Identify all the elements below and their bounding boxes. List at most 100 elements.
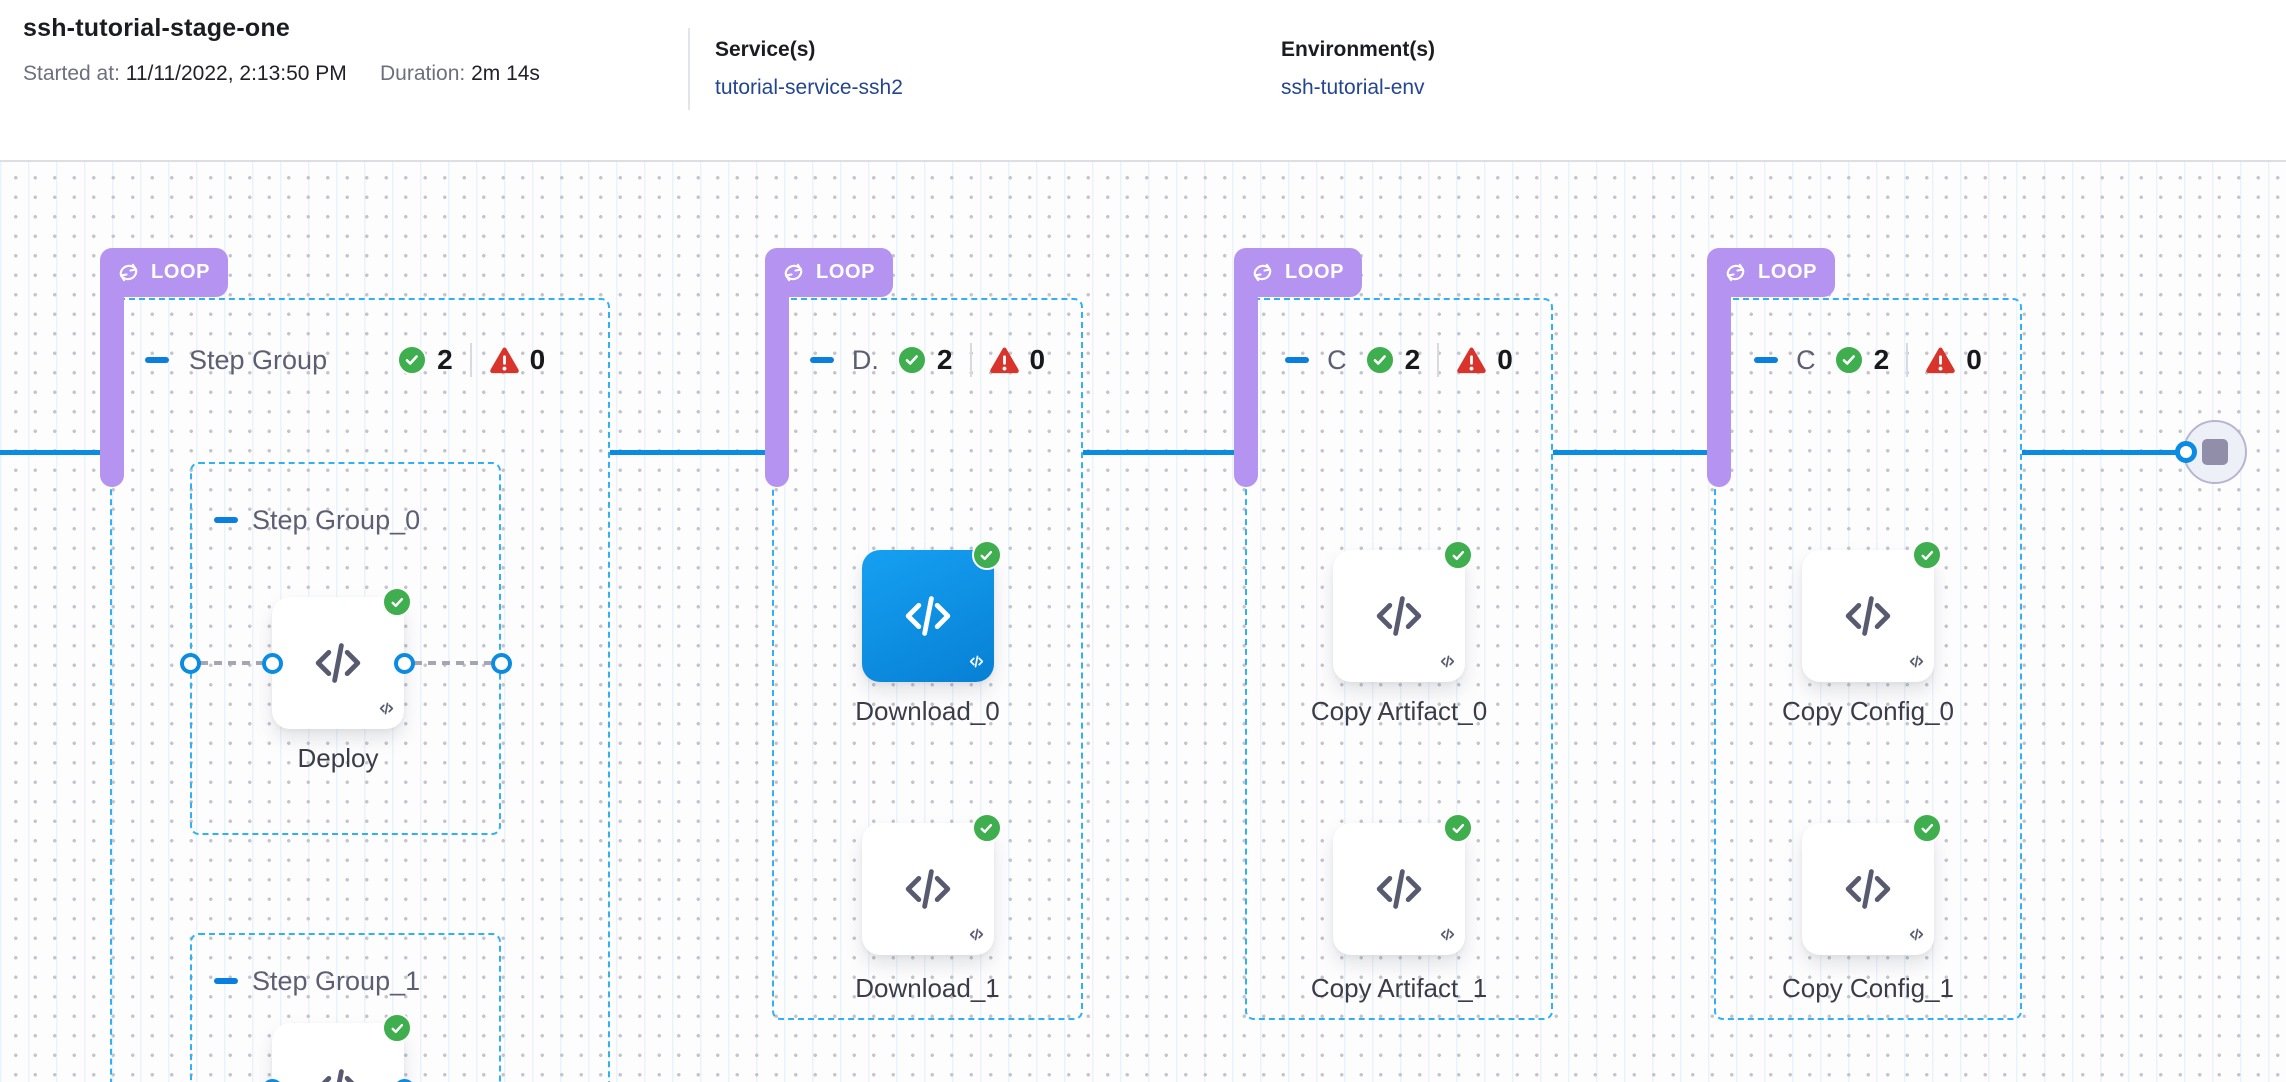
loop-badge: LOOP [1707, 248, 1836, 297]
success-icon [1833, 345, 1864, 375]
stage-header: ssh-tutorial-stage-one Started at: 11/11… [0, 0, 2286, 162]
service-link[interactable]: tutorial-service-ssh2 [715, 76, 903, 99]
loop-badge-label: LOOP [1285, 261, 1345, 283]
started-at: Started at: 11/11/2022, 2:13:50 PM [23, 62, 347, 86]
stage-title: ssh-tutorial-stage-one [23, 14, 290, 42]
connector-line [0, 450, 112, 455]
step-card-deploy[interactable] [272, 587, 412, 729]
step-card-download-1[interactable] [861, 813, 1002, 955]
connector-line [1083, 450, 1246, 455]
started-at-colon: : [114, 62, 126, 85]
stats-divider [1437, 343, 1440, 377]
success-icon [896, 345, 927, 375]
inner-step-group-0[interactable]: Step Group_0 [190, 462, 501, 835]
loop-badge-label: LOOP [816, 261, 876, 283]
step-card-copy-config-1[interactable] [1802, 813, 1942, 955]
step-type-code-icon [378, 700, 395, 722]
duration-value: 2m 14s [471, 62, 540, 85]
success-icon [971, 540, 1002, 570]
collapse-button[interactable] [1754, 357, 1779, 363]
step-type-code-icon [968, 653, 985, 675]
step-card[interactable] [272, 1013, 412, 1082]
success-icon [1912, 813, 1942, 843]
pipeline-graph-canvas[interactable]: Step Group 2 0 Step Group_0 [0, 162, 2286, 1082]
success-icon [382, 587, 412, 617]
step-card-download-0[interactable] [861, 540, 1002, 682]
step-label: Download_1 [855, 973, 1000, 1003]
failed-count: 0 [1497, 344, 1513, 375]
header-divider [688, 28, 690, 110]
inner-group-header: Step Group_1 [192, 961, 499, 1001]
loop-icon [1253, 263, 1272, 282]
node-handle[interactable] [490, 652, 512, 674]
step-group-header: Step Group 2 0 [112, 340, 608, 380]
success-icon [971, 813, 1002, 843]
step-group-node[interactable]: Step Group 2 0 [110, 298, 610, 1082]
step-label: Download_0 [855, 696, 1000, 726]
connector-line [610, 450, 772, 455]
collapse-button[interactable] [1285, 357, 1310, 363]
success-count: 2 [1404, 344, 1421, 375]
collapse-button[interactable] [145, 357, 169, 363]
loop-group-download[interactable]: D. 2 0 [772, 298, 1083, 1020]
group-stats: 2 0 [1364, 343, 1513, 377]
step-label: Copy Artifact_0 [1310, 696, 1488, 726]
stop-icon [2202, 439, 2228, 465]
failed-icon [1925, 346, 1956, 375]
code-icon [905, 869, 950, 909]
success-count: 2 [1873, 344, 1890, 375]
success-icon [1364, 345, 1395, 375]
loop-group-copy-artifact[interactable]: C 2 0 [1245, 298, 1553, 1020]
group-title: D. [851, 344, 879, 375]
success-count: 2 [936, 344, 953, 375]
code-icon [1376, 596, 1422, 636]
inner-step-group-1[interactable]: Step Group_1 [190, 933, 501, 1082]
collapse-button[interactable] [809, 357, 834, 363]
failed-icon [1456, 346, 1487, 375]
stats-divider [469, 343, 472, 377]
loop-icon [1726, 263, 1745, 282]
inner-group-title: Step Group_1 [252, 965, 421, 996]
duration-label: Duration [380, 62, 460, 85]
started-at-value: 11/11/2022, 2:13:50 PM [125, 62, 347, 85]
loop-icon [119, 263, 138, 282]
duration-colon: : [459, 62, 472, 85]
node-handle[interactable] [179, 652, 201, 674]
group-header: D. 2 0 [774, 340, 1081, 380]
node-handle[interactable] [2175, 441, 2197, 463]
loop-icon [784, 263, 803, 282]
code-icon [1376, 869, 1422, 909]
node-handle[interactable] [261, 652, 283, 674]
step-link-dashed [414, 661, 491, 665]
step-type-code-icon [1908, 653, 1925, 675]
environment-link[interactable]: ssh-tutorial-env [1281, 76, 1425, 99]
loop-group-copy-config[interactable]: C 2 0 [1714, 298, 2022, 1020]
group-header: C 2 0 [1716, 340, 2020, 380]
loop-badge: LOOP [100, 248, 229, 297]
collapse-button[interactable] [214, 517, 238, 523]
node-handle[interactable] [393, 652, 415, 674]
step-card-copy-config-0[interactable] [1802, 540, 1942, 682]
failed-count: 0 [1966, 344, 1982, 375]
success-count: 2 [437, 344, 453, 375]
step-group-stats: 2 0 [397, 343, 545, 377]
step-label: Copy Config_0 [1782, 696, 1954, 726]
code-icon [315, 643, 361, 683]
connector-line [1553, 450, 1715, 455]
group-stats: 2 0 [1833, 343, 1982, 377]
inner-group-title: Step Group_0 [252, 504, 421, 535]
loop-badge-tail [765, 262, 789, 487]
step-type-code-icon [1439, 926, 1456, 948]
duration: Duration: 2m 14s [380, 62, 540, 86]
step-label: Deploy [297, 743, 379, 773]
failed-count: 0 [1029, 344, 1046, 375]
loop-badge: LOOP [1234, 248, 1363, 297]
group-title: C [1327, 344, 1347, 375]
code-icon [1845, 869, 1891, 909]
group-title: C [1796, 344, 1816, 375]
step-card-copy-artifact-1[interactable] [1333, 813, 1473, 955]
step-card-copy-artifact-0[interactable] [1333, 540, 1473, 682]
inner-group-header: Step Group_0 [192, 500, 499, 540]
collapse-button[interactable] [214, 978, 238, 984]
